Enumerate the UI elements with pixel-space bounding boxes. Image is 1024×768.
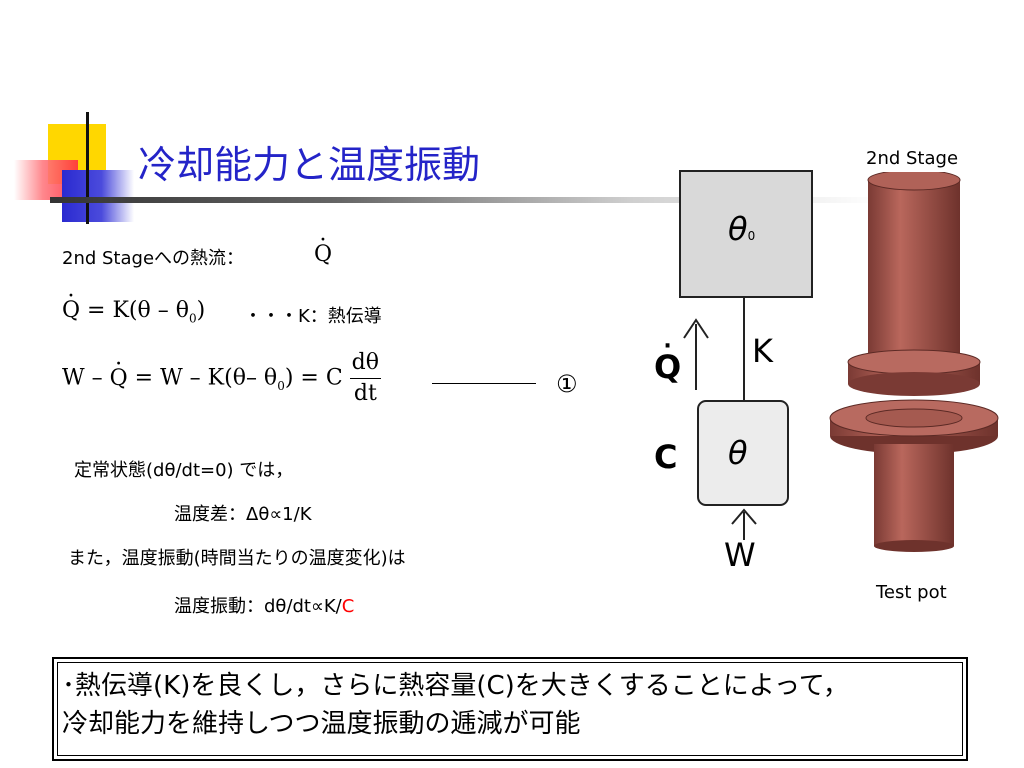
eq1-note: ・・・K：熱伝導	[244, 306, 382, 327]
q-arrow-icon	[683, 318, 709, 390]
eq2-leader-line	[432, 383, 536, 384]
bottom-box-label: θ	[728, 434, 748, 472]
eq2-number-mark: ①	[556, 370, 578, 398]
q-dot-symbol: Q	[314, 242, 332, 267]
upper-flange-top	[847, 349, 981, 375]
w-arrow-icon	[731, 508, 757, 540]
q-dot-label: Q	[654, 348, 681, 386]
theta0-sub: 0	[747, 229, 756, 243]
oscillation-text: 温度振動：dθ/dt∝K/C	[174, 592, 354, 618]
c-label: C	[654, 438, 678, 476]
equation-2: W – Q = W – K(θ– θ0) = C dθ dt	[62, 348, 381, 409]
bottom-thermal-box	[697, 400, 789, 506]
top-box-label: θ0	[728, 210, 755, 248]
eq2-part2: = W – K(θ– θ	[127, 365, 278, 391]
eq1-rhs: = K(θ – θ	[87, 298, 189, 323]
eq2-denominator: dt	[353, 381, 377, 406]
eq2-part3: ) = C	[284, 365, 343, 391]
decor-blue-square	[62, 170, 134, 222]
stage-illustration-svg	[829, 169, 999, 552]
q-label: Q	[654, 348, 681, 386]
thermal-circuit-svg	[679, 170, 813, 540]
eq2-sub: 0	[277, 378, 285, 393]
conclusion-line-2: 冷却能力を維持しつつ温度振動の逓減が可能	[62, 709, 581, 739]
conclusion-line-1: ･熱伝導(K)を良くし，さらに熱容量(C)を大きくすることによって，	[62, 671, 849, 701]
eq2-part1: W –	[62, 365, 110, 391]
decor-vertical-line	[86, 112, 89, 224]
eq2-numerator: dθ	[349, 348, 381, 379]
stage-illustration	[828, 169, 1000, 552]
k-label: K	[752, 332, 773, 370]
equation-1: Q = K(θ – θ0)	[62, 298, 205, 325]
title-underline	[50, 197, 880, 203]
conclusion-box-inner	[57, 662, 963, 756]
test-pot-label: Test pot	[876, 582, 947, 603]
upper-cylinder	[868, 180, 960, 372]
eq2-q: Q	[110, 364, 128, 394]
steady-state-text: 定常状態(dθ/dt=0) では，	[74, 460, 294, 481]
temperature-difference-text: 温度差：Δθ∝1/K	[174, 504, 312, 525]
top-thermal-box	[679, 170, 813, 298]
second-stage-label: 2nd Stage	[866, 148, 959, 169]
conclusion-box: ･熱伝導(K)を良くし，さらに熱容量(C)を大きくすることによって， 冷却能力を…	[52, 657, 968, 761]
upper-cylinder-top	[867, 169, 961, 191]
thermal-circuit-diagram: θ0 K Q C θ W	[648, 168, 828, 588]
flange-recess	[865, 408, 963, 428]
eq2-fraction: dθ dt	[349, 348, 381, 409]
oscillation-intro-text: また，温度振動(時間当たりの温度変化)は	[68, 548, 406, 569]
w-label: W	[724, 536, 756, 574]
eq1-sub: 0	[188, 311, 197, 326]
upper-flange-bottom	[848, 372, 980, 396]
eq1-q: Q	[62, 298, 80, 323]
conclusion-text: ･熱伝導(K)を良くし，さらに熱容量(C)を大きくすることによって， 冷却能力を…	[62, 667, 849, 743]
lower-cylinder	[874, 444, 954, 546]
oscillation-c-red: C	[341, 596, 355, 617]
lower-cylinder-bottom	[874, 540, 954, 552]
heat-flow-symbol: Q	[314, 242, 332, 267]
oscillation-prefix: 温度振動：dθ/dt∝K/	[174, 596, 342, 617]
eq1-close: )	[196, 298, 206, 323]
heat-flow-label: 2nd Stageへの熱流：	[62, 248, 245, 269]
slide-title: 冷却能力と温度振動	[138, 143, 481, 187]
theta0-symbol: θ	[728, 210, 748, 248]
